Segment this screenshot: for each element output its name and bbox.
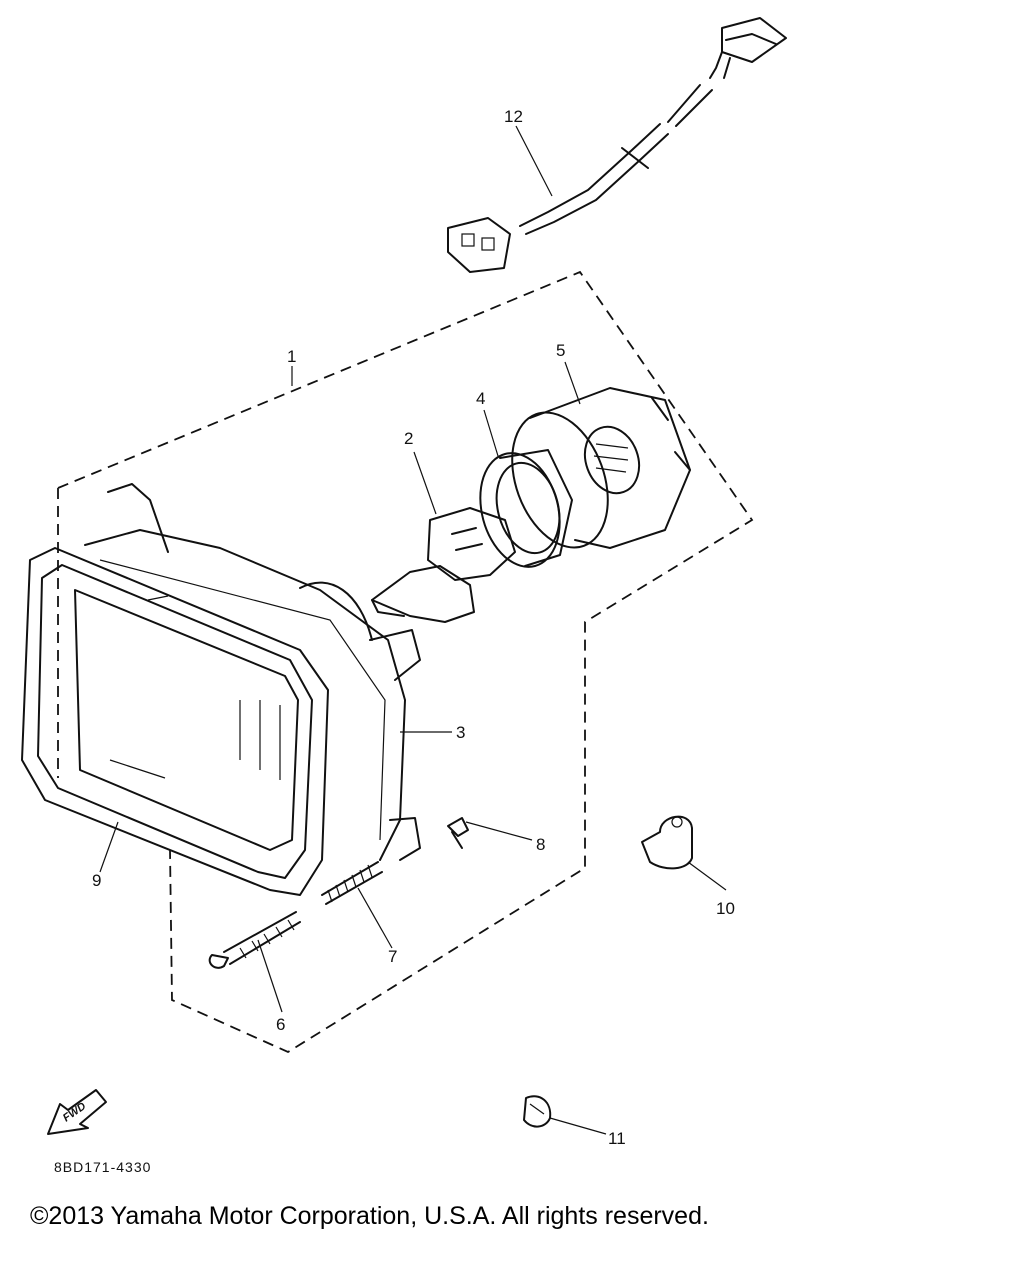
rim-frame-part [21,547,329,896]
callout-5: 5 [556,341,565,360]
callout-9: 9 [92,871,101,890]
copyright-notice: ©2013 Yamaha Motor Corporation, U.S.A. A… [30,1202,709,1230]
callout-7: 7 [388,947,397,966]
clip-pin-part [447,817,469,849]
callout-6: 6 [276,1015,285,1034]
leader-lines [99,125,727,1135]
spring-part [321,861,383,905]
forward-arrow-icon: FWD [47,1089,107,1135]
callout-10: 10 [716,899,735,918]
callout-1: 1 [287,347,296,366]
bulb-part [371,507,516,623]
bulb-cover-part [511,387,691,549]
clamp-part [641,815,693,870]
callout-11: 11 [608,1129,626,1148]
assembly-outline [57,270,754,1054]
headlight-body-part [84,483,421,861]
part-code: 8BD171-4330 [54,1159,151,1175]
small-clip-part [523,1095,552,1128]
callout-12: 12 [504,107,523,126]
callout-3: 3 [456,723,465,742]
callout-2: 2 [404,429,413,448]
callout-4: 4 [476,389,485,408]
screw-part [208,911,301,969]
headlight-exploded-diagram: FWD 1 2 3 4 5 6 7 8 9 10 11 12 8BD171-43… [21,17,787,1175]
callout-8: 8 [536,835,545,854]
retaining-ring-part [479,449,573,568]
wire-harness-part [447,17,787,273]
